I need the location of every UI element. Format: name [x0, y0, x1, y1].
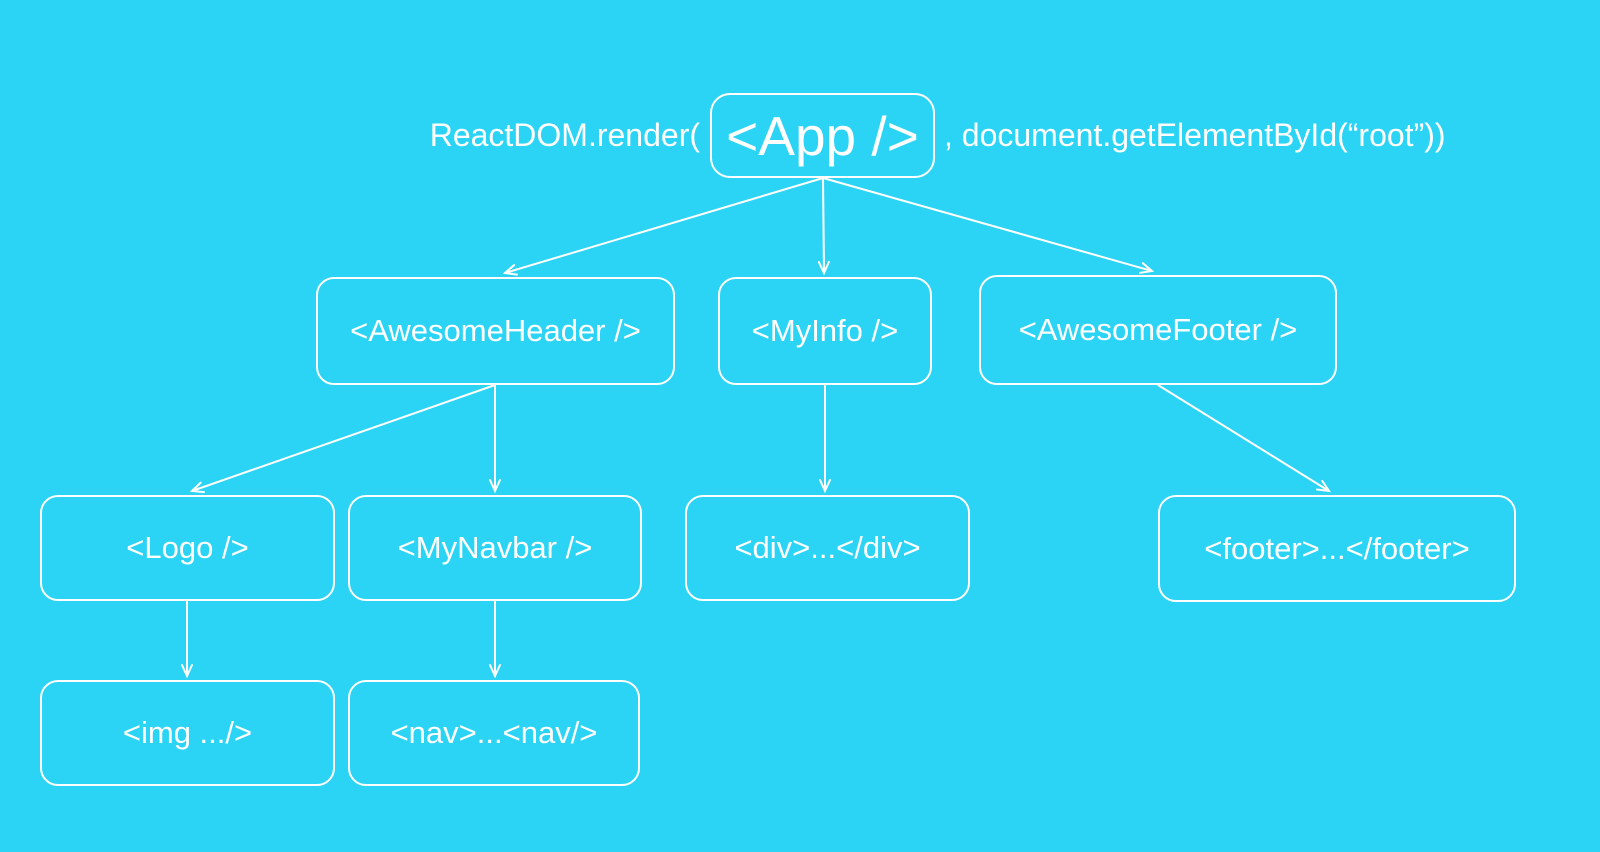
node-app-label: <App />	[726, 104, 919, 167]
edge-app-to-awesomefooter	[822, 177, 1155, 274]
node-awesome-footer: <AwesomeFooter />	[979, 275, 1337, 385]
edge-app-to-awesomeheader	[502, 177, 824, 276]
node-my-info: <MyInfo />	[718, 277, 932, 385]
node-footer-element: <footer>...</footer>	[1158, 495, 1516, 602]
node-awesome-footer-label: <AwesomeFooter />	[1018, 312, 1298, 347]
node-logo-label: <Logo />	[126, 530, 249, 565]
node-my-navbar-label: <MyNavbar />	[397, 530, 593, 565]
node-logo: <Logo />	[40, 495, 335, 601]
node-nav-element: <nav>...<nav/>	[348, 680, 640, 786]
node-img-element: <img .../>	[40, 680, 335, 786]
node-img-element-label: <img .../>	[122, 715, 253, 750]
node-footer-element-label: <footer>...</footer>	[1204, 530, 1470, 566]
node-my-info-label: <MyInfo />	[751, 313, 899, 348]
edge-awesomeheader-to-logo	[189, 384, 496, 494]
edge-app-to-myinfo	[817, 177, 830, 276]
node-div-element-label: <div>...</div>	[734, 530, 921, 565]
edge-awesomefooter-to-footer	[1157, 384, 1332, 493]
node-my-navbar: <MyNavbar />	[348, 495, 642, 601]
reactdom-render-prefix: ReactDOM.render(	[429, 117, 700, 153]
reactdom-render-suffix: , document.getElementById(“root”))	[944, 117, 1446, 153]
node-div-element: <div>...</div>	[685, 495, 970, 601]
node-app: <App />	[710, 93, 935, 178]
node-awesome-header: <AwesomeHeader />	[316, 277, 675, 385]
node-nav-element-label: <nav>...<nav/>	[390, 715, 598, 750]
node-awesome-header-label: <AwesomeHeader />	[350, 313, 641, 348]
